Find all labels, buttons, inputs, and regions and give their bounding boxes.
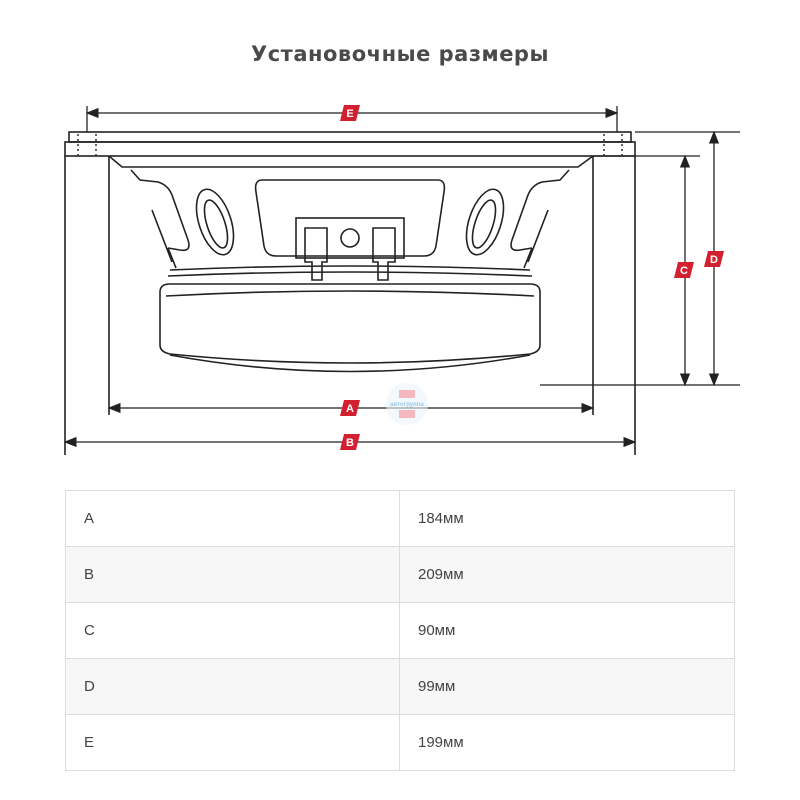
dimension-label: A xyxy=(65,490,400,547)
speaker-dimension-diagram: автогруппа E A B C D xyxy=(63,105,740,455)
dimension-value: 99мм xyxy=(399,658,735,715)
dimension-label: C xyxy=(65,602,400,659)
speaker-drawing xyxy=(64,131,636,455)
badge-a: A xyxy=(340,400,360,416)
dimension-label: E xyxy=(65,714,400,771)
dimension-value: 199мм xyxy=(399,714,735,771)
page-title: Установочные размеры xyxy=(251,42,549,66)
svg-text:D: D xyxy=(710,254,718,266)
dimension-label: B xyxy=(65,546,400,603)
badge-e: E xyxy=(340,105,360,121)
svg-text:B: B xyxy=(346,437,354,449)
svg-text:C: C xyxy=(680,265,688,277)
dimension-value: 184мм xyxy=(399,490,735,547)
watermark-logo: автогруппа xyxy=(386,383,428,425)
badge-d: D xyxy=(704,251,724,267)
svg-text:A: A xyxy=(346,403,354,415)
svg-text:автогруппа: автогруппа xyxy=(390,402,424,408)
dimension-label: D xyxy=(65,658,400,715)
dimension-value: 90мм xyxy=(399,602,735,659)
dimension-value: 209мм xyxy=(399,546,735,603)
badge-c: C xyxy=(674,262,694,278)
svg-text:E: E xyxy=(346,108,353,120)
badge-b: B xyxy=(340,434,360,450)
